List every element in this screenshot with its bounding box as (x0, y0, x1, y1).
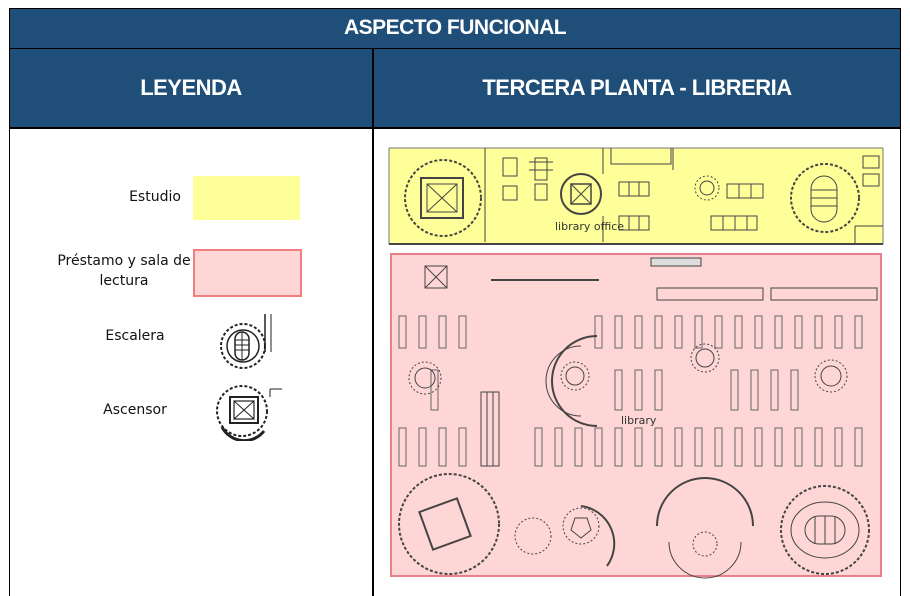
table-border-top (9, 8, 901, 9)
reading-zone (390, 253, 882, 577)
floor-plan: library office library (388, 147, 884, 579)
legend-label-study: Estudio (129, 189, 181, 205)
elevator-icon (216, 385, 282, 441)
legend-label-reading: Préstamo y sala de lectura (57, 253, 191, 289)
plan-elevator-2 (398, 473, 500, 575)
plan-stair-2 (780, 485, 870, 575)
book-stacks-row-1 (398, 315, 863, 349)
plan-library-label: library (621, 414, 657, 427)
legend-swatch-reading (193, 249, 302, 297)
column-divider (372, 49, 374, 596)
book-stacks-row-2 (430, 369, 799, 411)
header-divider (9, 48, 901, 49)
table-title: ASPECTO FUNCIONAL (10, 8, 900, 48)
book-stacks-row-3 (398, 427, 863, 467)
legend-swatch-study (193, 176, 300, 220)
plan-stair-1 (790, 163, 860, 233)
legend-label-stair: Escalera (105, 328, 165, 344)
plan-elevator-1 (404, 159, 482, 237)
plan-column-header: TERCERA PLANTA - LIBRERIA (374, 49, 900, 127)
table-border-left (9, 8, 10, 596)
stair-icon (220, 314, 272, 369)
table-border-right (900, 8, 901, 596)
legend-column-header: LEYENDA (10, 49, 372, 127)
plan-escalator (480, 391, 500, 467)
legend-label-elevator: Ascensor (103, 402, 167, 418)
plan-office-label: library office (555, 220, 624, 233)
plan-office-elevator (560, 173, 602, 215)
body-divider (9, 127, 901, 129)
